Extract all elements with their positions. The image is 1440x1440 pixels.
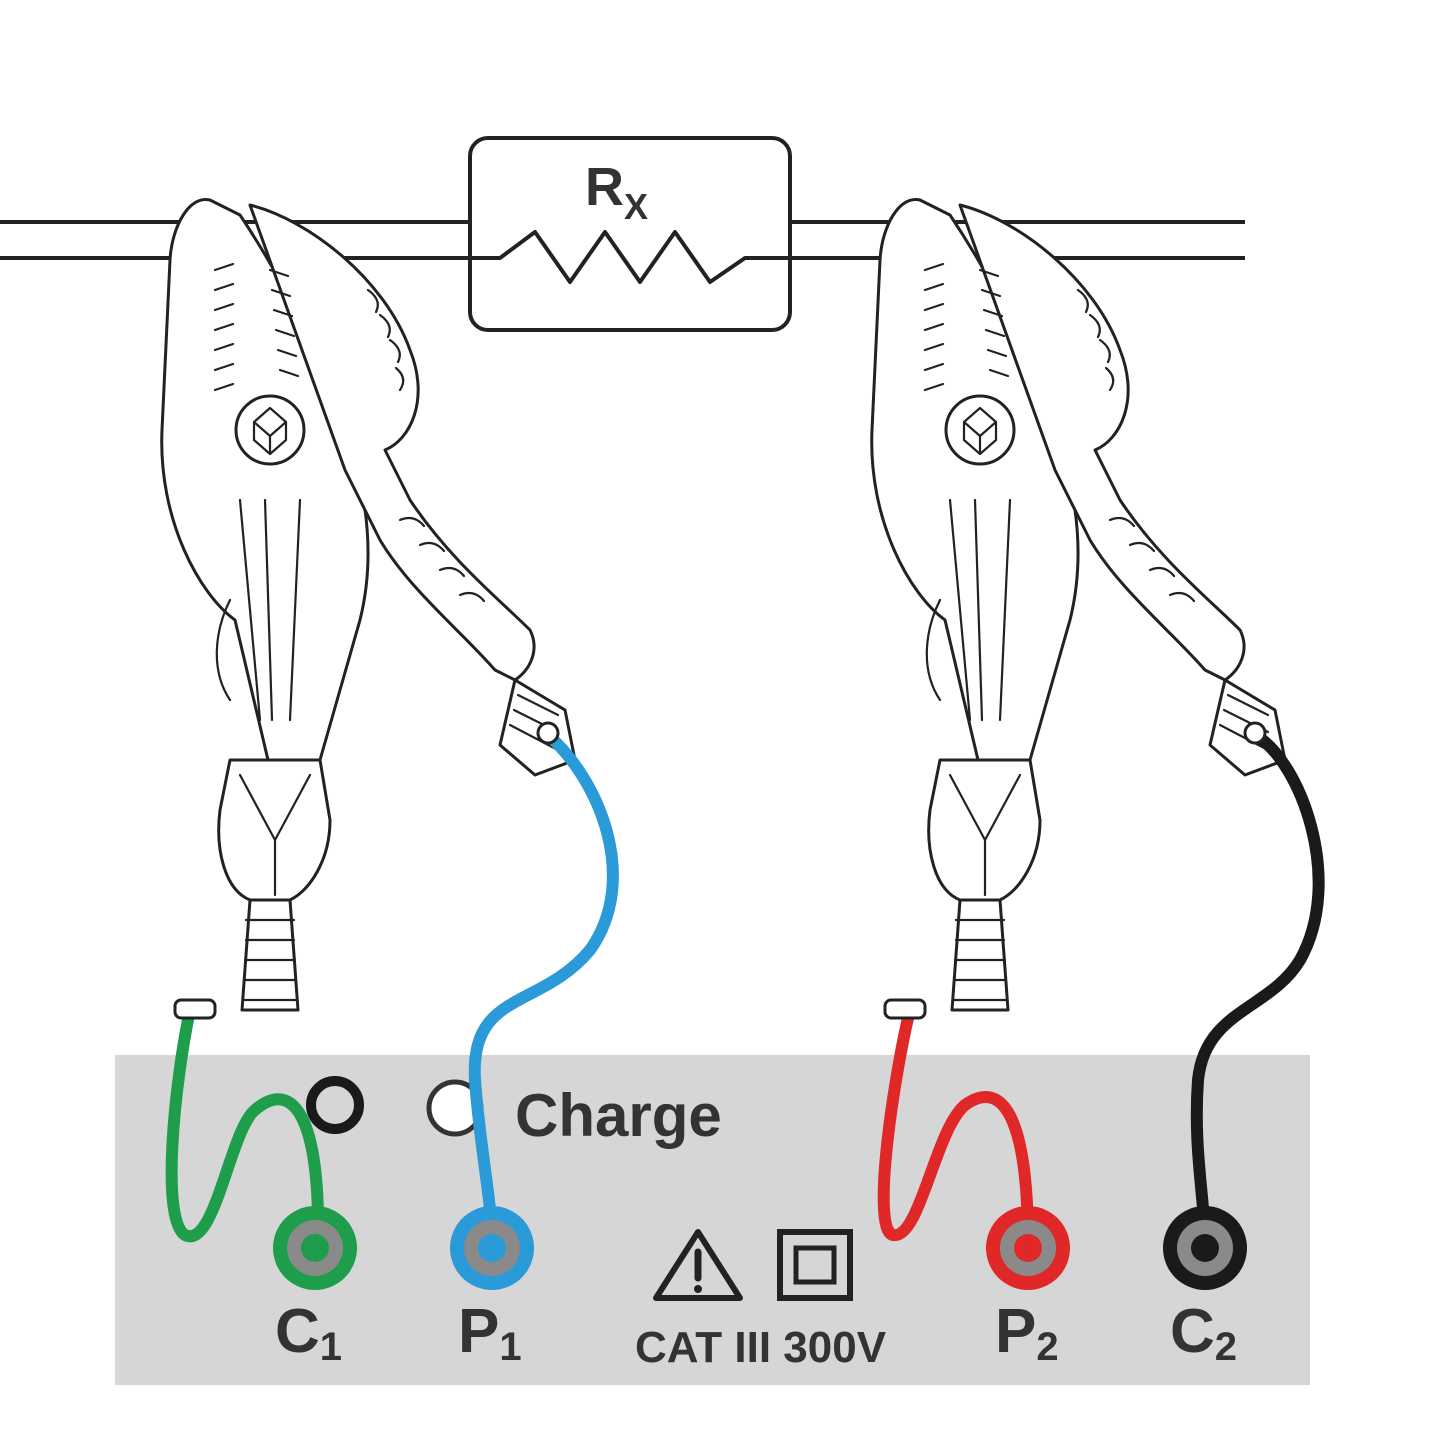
charge-indicator-ring — [306, 1076, 364, 1134]
plug-end-p2 — [883, 998, 927, 1020]
resistor-box — [468, 136, 792, 332]
resistor-zigzag — [470, 230, 790, 284]
plug-end-c1 — [173, 998, 217, 1020]
terminal-label-c1: C1 — [275, 1297, 342, 1369]
terminal-label-p1: P1 — [458, 1297, 522, 1369]
charge-label: Charge — [515, 1082, 722, 1149]
terminal-label-p2: P2 — [995, 1297, 1059, 1369]
lead-c1 — [165, 1004, 325, 1246]
plug-end-p1 — [536, 721, 560, 745]
resistor-rx: RX — [468, 136, 792, 332]
terminal-c1 — [273, 1206, 357, 1290]
plug-end-c2 — [1243, 721, 1267, 745]
terminal-p2 — [986, 1206, 1070, 1290]
rating-label: CAT III 300V — [635, 1323, 887, 1372]
lead-p2 — [877, 1004, 1034, 1251]
lead-p1 — [468, 729, 619, 1251]
double-insulation-icon — [777, 1229, 853, 1301]
lead-c2 — [1190, 729, 1325, 1251]
resistor-label: RX — [585, 157, 648, 227]
right-clamp — [870, 197, 1287, 1012]
terminal-c2 — [1163, 1206, 1247, 1290]
warning-triangle-icon — [653, 1229, 743, 1301]
terminal-p1 — [450, 1206, 534, 1290]
terminal-label-c2: C2 — [1170, 1297, 1237, 1369]
